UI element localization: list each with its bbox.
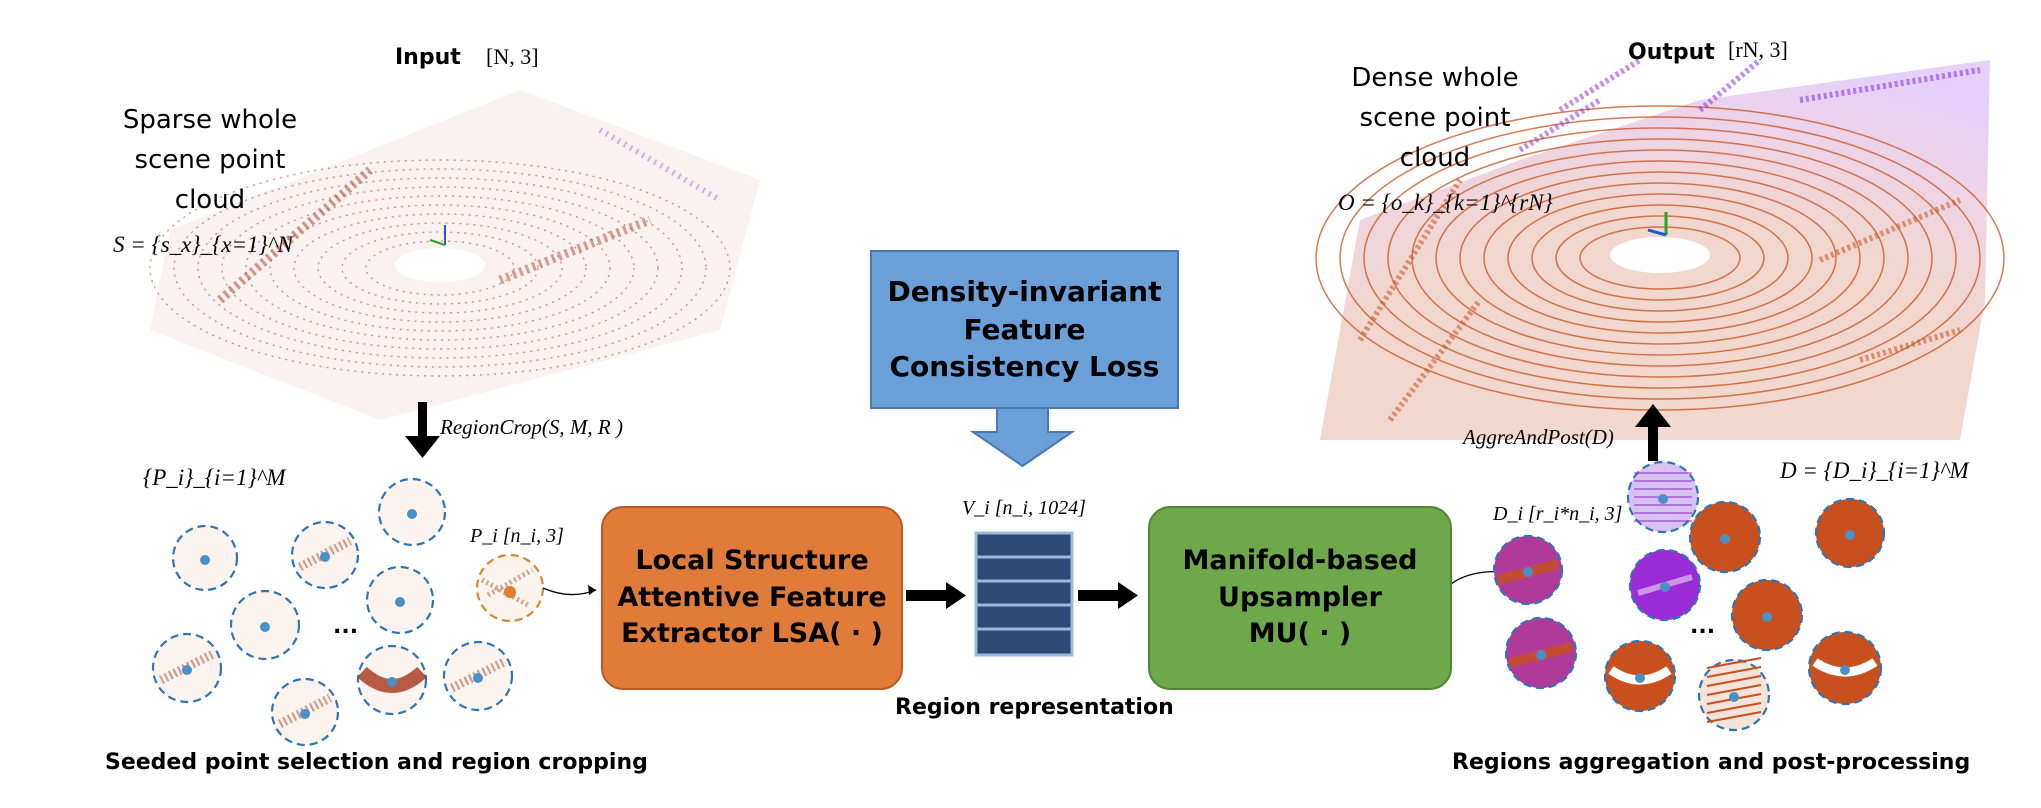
loss-arrow — [969, 404, 1076, 468]
flow-arrows — [906, 582, 1138, 609]
upsampled-label: D_i [r_i*n_i, 3] — [1493, 503, 1623, 525]
seeded-regions — [151, 477, 514, 747]
input-description: Sparse whole scene point cloud — [122, 105, 298, 215]
mu-box: Manifold-based Upsampler MU( · ) — [1148, 506, 1452, 690]
aggregation-arrow — [1635, 404, 1671, 461]
input-dims: [N, 3] — [486, 44, 539, 69]
output-formula: O = {o_k}_{k=1}^{rN} — [1338, 190, 1553, 215]
region-vector — [974, 531, 1074, 657]
lsa-box: Local Structure Attentive Feature Extrac… — [601, 506, 903, 690]
right-ellipsis: ... — [1690, 614, 1716, 639]
loss-box: Density-invariant Feature Consistency Lo… — [870, 250, 1179, 409]
region-crop-arrow — [405, 402, 440, 458]
upsampled-regions — [1492, 460, 1886, 732]
sparse-point-cloud — [149, 90, 760, 420]
vector-label: V_i [n_i, 1024] — [962, 497, 1086, 519]
output-description: Dense whole scene point cloud — [1351, 63, 1519, 173]
dense-point-cloud — [1315, 57, 2005, 440]
input-title: Input — [395, 45, 461, 70]
output-dims: [rN, 3] — [1728, 37, 1788, 62]
left-ellipsis: ... — [333, 614, 359, 639]
seeded-set-label: {P_i}_{i=1}^M — [143, 465, 286, 490]
patch-label: P_i [n_i, 3] — [470, 525, 564, 547]
output-title: Output — [1628, 40, 1715, 65]
input-formula: S = {s_x}_{x=1}^N — [113, 232, 293, 257]
patch-pi — [475, 553, 597, 623]
d-set-label: D = {D_i}_{i=1}^M — [1780, 458, 1969, 483]
aggre-label: AggreAndPost(D) — [1463, 425, 1614, 449]
caption-right: Regions aggregation and post-processing — [1452, 750, 1971, 775]
region-crop-label: RegionCrop(S, M, R ) — [440, 415, 623, 439]
caption-left: Seeded point selection and region croppi… — [105, 750, 648, 775]
region-representation-label: Region representation — [895, 695, 1174, 720]
